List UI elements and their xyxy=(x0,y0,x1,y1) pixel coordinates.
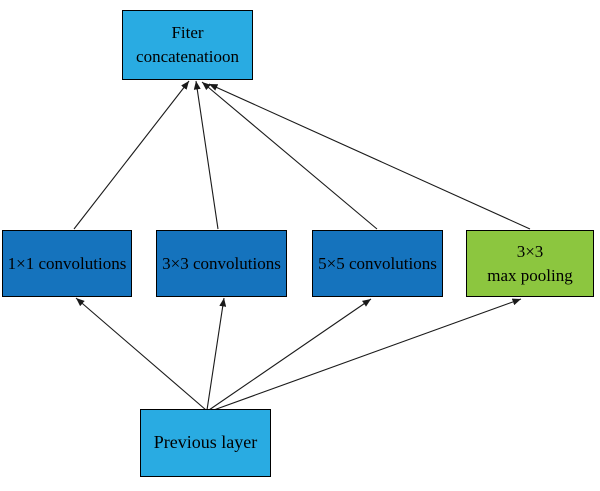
node-conv-1x1: 1×1 convolutions xyxy=(2,230,132,297)
node-filter-concatenation: Fiter concatenatioon xyxy=(122,10,253,80)
node-conv-3x3: 3×3 convolutions xyxy=(156,230,287,297)
node-conv-5x5: 5×5 convolutions xyxy=(312,230,443,297)
arrow-maxpool-to-concat xyxy=(208,83,531,230)
arrow-conv1x1-to-concat xyxy=(73,80,190,230)
arrow-previous-to-conv5x5 xyxy=(208,298,372,411)
arrow-previous-to-maxpool xyxy=(210,298,522,412)
arrow-conv5x5-to-concat xyxy=(201,81,378,230)
node-max-pooling: 3×3 max pooling xyxy=(466,230,594,297)
arrow-previous-to-conv3x3 xyxy=(206,297,227,411)
arrow-previous-to-conv1x1 xyxy=(75,297,207,411)
arrow-conv3x3-to-concat xyxy=(193,80,219,230)
node-previous-layer: Previous layer xyxy=(140,409,271,477)
